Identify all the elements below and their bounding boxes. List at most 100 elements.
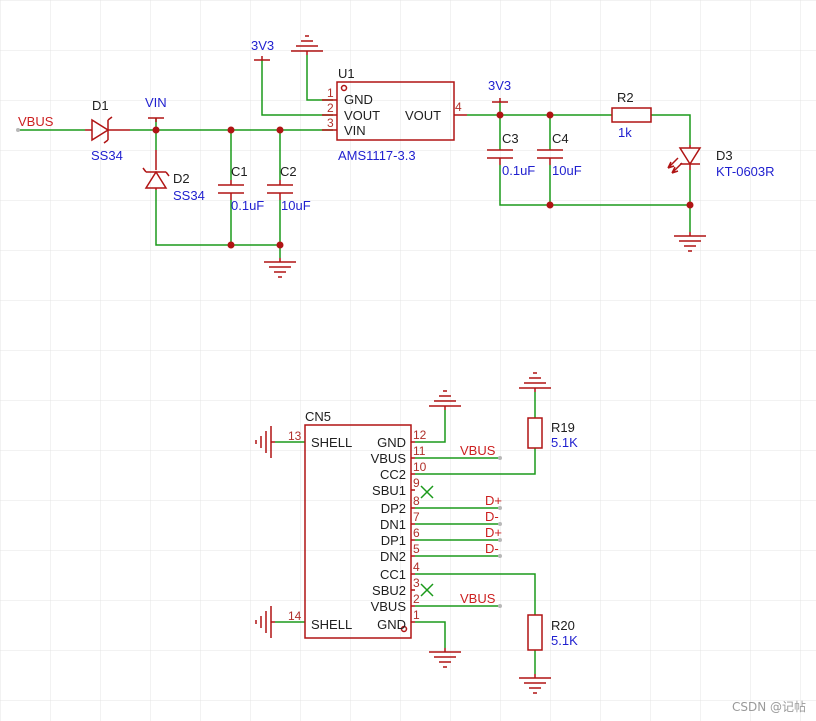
cn5-pin-num-10: 10 bbox=[413, 460, 427, 474]
vin-port-symbol bbox=[148, 117, 164, 122]
c3-value: 0.1uF bbox=[502, 163, 535, 178]
capacitor-c3 bbox=[487, 149, 513, 165]
cn5-pin-num-7: 7 bbox=[413, 510, 420, 524]
led-d3 bbox=[667, 145, 702, 174]
no-connect-sbu2-icon bbox=[420, 583, 434, 597]
cn5-pin-num-3: 3 bbox=[413, 576, 420, 590]
net-label-dp-top: D+ bbox=[485, 493, 502, 508]
cn5-pin-num-1: 1 bbox=[413, 608, 420, 622]
ground-symbol-5 bbox=[519, 372, 551, 392]
cn5-pin-name-8: DP2 bbox=[381, 501, 406, 516]
u1-pin-num-4: 4 bbox=[455, 100, 462, 114]
d2-value: SS34 bbox=[173, 188, 205, 203]
c3-ref: C3 bbox=[502, 131, 519, 146]
capacitor-c1 bbox=[218, 180, 244, 200]
d3-value: KT-0603R bbox=[716, 164, 775, 179]
ground-symbol-1 bbox=[264, 258, 296, 278]
cn5-pin-name-9: SBU1 bbox=[372, 483, 406, 498]
cn5-pin-num-13: 13 bbox=[288, 429, 302, 443]
ground-symbol-3 bbox=[674, 232, 706, 252]
cn5-pin-name-2: VBUS bbox=[371, 599, 407, 614]
ground-symbol-shell-14 bbox=[255, 606, 275, 638]
net-label-dp-bot: D+ bbox=[485, 525, 502, 540]
net-label-dn-top: D- bbox=[485, 509, 499, 524]
diode-d2 bbox=[142, 150, 170, 190]
r19-ref: R19 bbox=[551, 420, 575, 435]
net-endpoints-bottom bbox=[498, 456, 502, 608]
net-label-vbus-cn-top: VBUS bbox=[460, 443, 496, 458]
c4-value: 10uF bbox=[552, 163, 582, 178]
cn5-pin-name-6: DP1 bbox=[381, 533, 406, 548]
u1-pin-num-2: 2 bbox=[327, 101, 334, 115]
wires-bottom bbox=[275, 392, 536, 674]
cn5-pin-num-5: 5 bbox=[413, 542, 420, 556]
cn5-pin-num-12: 12 bbox=[413, 428, 427, 442]
resistor-r19 bbox=[527, 417, 543, 449]
c4-ref: C4 bbox=[552, 131, 569, 146]
diode-d1 bbox=[85, 116, 130, 144]
cn5-pin-num-4: 4 bbox=[413, 560, 420, 574]
v3v3-port-a-symbol bbox=[254, 56, 270, 61]
no-connect-sbu1-icon bbox=[420, 485, 434, 499]
cn5-pin-name-12: GND bbox=[377, 435, 406, 450]
c1-value: 0.1uF bbox=[231, 198, 264, 213]
net-label-vin: VIN bbox=[145, 95, 167, 110]
r2-value: 1k bbox=[618, 125, 632, 140]
cn5-pin-name-5: DN2 bbox=[380, 549, 406, 564]
cn5-pin-num-6: 6 bbox=[413, 526, 420, 540]
cn5-pin-num-9: 9 bbox=[413, 476, 420, 490]
net-label-3v3-a: 3V3 bbox=[251, 38, 274, 53]
ground-symbol-4 bbox=[429, 390, 461, 410]
c1-ref: C1 bbox=[231, 164, 248, 179]
d1-value: SS34 bbox=[91, 148, 123, 163]
u1-pin-vin: VIN bbox=[344, 123, 366, 138]
cn5-pin-name-7: DN1 bbox=[380, 517, 406, 532]
cn5-pin-name-14: SHELL bbox=[311, 617, 352, 632]
cn5-pin-num-11: 11 bbox=[413, 444, 426, 458]
cn5-pin-num-14: 14 bbox=[288, 609, 302, 623]
cn5-pin-name-3: SBU2 bbox=[372, 583, 406, 598]
ground-symbol-shell-13 bbox=[255, 426, 275, 458]
cn5-right-pin-numbers: 12 11 10 9 8 7 6 5 4 3 2 1 bbox=[413, 428, 427, 622]
c2-value: 10uF bbox=[281, 198, 311, 213]
capacitor-c2 bbox=[267, 180, 293, 200]
connector-cn5 bbox=[304, 424, 415, 639]
u1-pin-gnd: GND bbox=[344, 92, 373, 107]
cn5-pin-num-2: 2 bbox=[413, 592, 420, 606]
u1-ref: U1 bbox=[338, 66, 355, 81]
cn5-pin-name-4: CC1 bbox=[380, 567, 406, 582]
watermark: CSDN @记帖 bbox=[732, 699, 806, 714]
regulator-u1 bbox=[322, 81, 467, 141]
c2-ref: C2 bbox=[280, 164, 297, 179]
v3v3-port-b-symbol bbox=[492, 98, 508, 103]
ground-symbol-2 bbox=[291, 35, 323, 55]
u1-value: AMS1117-3.3 bbox=[338, 148, 416, 163]
junction-dots-top bbox=[16, 111, 694, 249]
net-label-vbus: VBUS bbox=[18, 114, 54, 129]
ground-symbol-7 bbox=[519, 674, 551, 694]
r2-ref: R2 bbox=[617, 90, 634, 105]
r20-value: 5.1K bbox=[551, 633, 578, 648]
d1-ref: D1 bbox=[92, 98, 109, 113]
capacitor-c4 bbox=[537, 149, 563, 165]
net-label-dn-bot: D- bbox=[485, 541, 499, 556]
d2-ref: D2 bbox=[173, 171, 190, 186]
u1-pin-vout-left: VOUT bbox=[344, 108, 380, 123]
net-label-vbus-cn-bot: VBUS bbox=[460, 591, 496, 606]
resistor-r20 bbox=[527, 614, 543, 651]
r19-value: 5.1K bbox=[551, 435, 578, 450]
u1-pin-num-3: 3 bbox=[327, 116, 334, 130]
cn5-pin-name-10: CC2 bbox=[380, 467, 406, 482]
resistor-r2 bbox=[611, 107, 652, 123]
cn5-pin-name-13: SHELL bbox=[311, 435, 352, 450]
u1-pin-vout-right: VOUT bbox=[405, 108, 441, 123]
cn5-ref: CN5 bbox=[305, 409, 331, 424]
r20-ref: R20 bbox=[551, 618, 575, 633]
net-label-3v3-b: 3V3 bbox=[488, 78, 511, 93]
ground-symbol-6 bbox=[429, 648, 461, 668]
cn5-pin-num-8: 8 bbox=[413, 494, 420, 508]
cn5-pin-name-11: VBUS bbox=[371, 451, 407, 466]
u1-pin-num-1: 1 bbox=[327, 86, 334, 100]
